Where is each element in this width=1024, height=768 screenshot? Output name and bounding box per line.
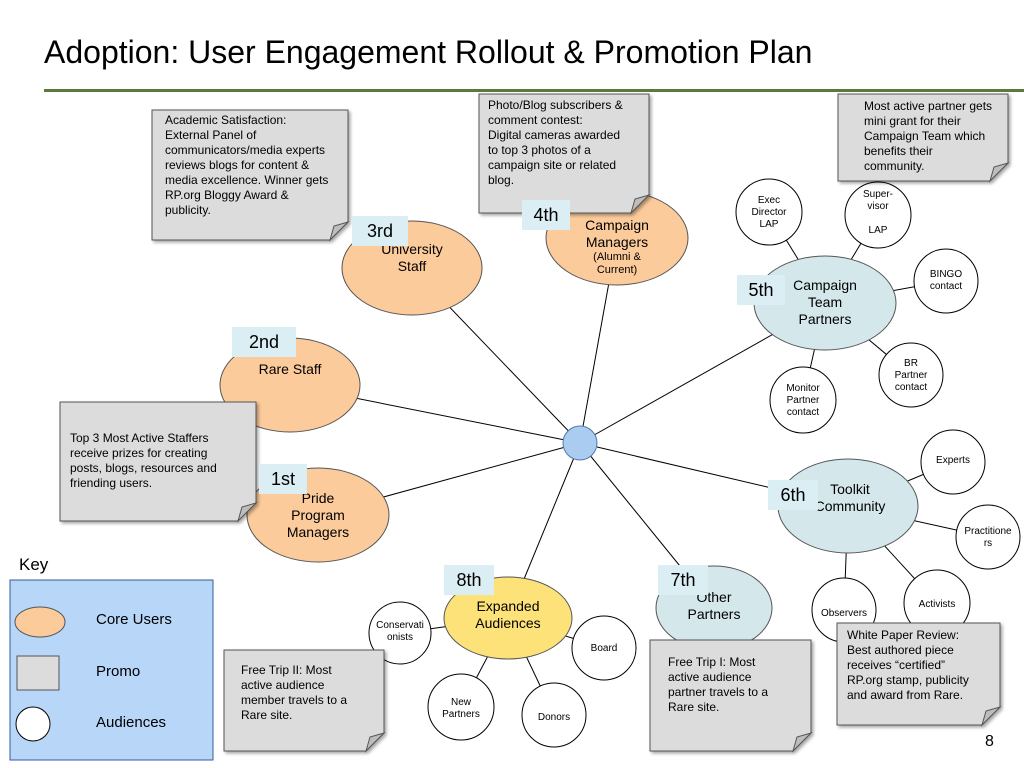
- academic-note-text: Academic Satisfaction: External Panel of…: [165, 113, 329, 217]
- experts-circle: [920, 429, 986, 495]
- br-partner-contact-label: BR Partner contact: [894, 358, 928, 393]
- conservationists-label: Conservati onists: [376, 620, 424, 643]
- tag-7th: 7th: [658, 565, 708, 595]
- title-divider: [44, 89, 1024, 92]
- tag-3rd: 3rd: [352, 216, 408, 246]
- expanded-audiences-node: [443, 576, 573, 660]
- new-partners-circle: [427, 673, 495, 741]
- key-core-users-label: Core Users: [96, 611, 172, 628]
- page-number: 8: [985, 733, 994, 750]
- rare-staff-label: Rare Staff: [258, 360, 322, 377]
- board-label: Board: [590, 643, 618, 654]
- tag-8th: 8th: [444, 565, 494, 595]
- campaign-managers-sub: (Alumni & Current): [593, 251, 641, 276]
- exec-director-lap-circle: [735, 178, 803, 246]
- key-core-users-swatch: [14, 606, 66, 638]
- exec-director-lap-label: Exec Director LAP: [751, 195, 787, 230]
- photo-blog-note-text: Photo/Blog subscribers & comment contest…: [488, 98, 623, 187]
- tag-2nd: 2nd: [232, 327, 296, 357]
- campaign-managers-line2: Managers: [585, 234, 649, 250]
- toolkit-community-label: Toolkit Community: [814, 481, 886, 514]
- monitor-partner-contact-circle: [769, 366, 837, 434]
- promo-notes: [59, 93, 1009, 752]
- conservationists-circle: [368, 601, 432, 665]
- key-promo-label: Promo: [96, 663, 141, 680]
- donors-circle: [521, 682, 587, 748]
- slide-title: Adoption: User Engagement Rollout & Prom…: [44, 34, 813, 70]
- campaign-managers-label: Campaign Managers (Alumni & Current): [567, 212, 667, 282]
- white-paper-note-text: White Paper Review: Best authored piece …: [847, 628, 969, 702]
- donors-label: Donors: [537, 712, 571, 723]
- bingo-contact-label: BINGO contact: [929, 269, 963, 292]
- key-promo-swatch: [16, 655, 60, 691]
- tag-1st: 1st: [259, 464, 307, 494]
- campaign-team-partners-label: Campaign Team Partners: [793, 276, 857, 327]
- supervisor-lap-circle: [844, 181, 912, 249]
- board-circle: [571, 615, 637, 681]
- practitioners-label: Practitione rs: [964, 526, 1012, 549]
- university-staff-line2: Staff: [397, 258, 427, 274]
- key-audiences-label: Audiences: [96, 714, 167, 731]
- community-nodes: [655, 255, 919, 651]
- key-audiences-swatch: [15, 706, 51, 742]
- experts-label: Experts: [936, 455, 970, 466]
- campaign-managers-line1: Campaign: [585, 217, 649, 233]
- pride-program-managers-label: Pride Program Managers: [286, 489, 350, 540]
- tag-5th: 5th: [737, 275, 785, 305]
- monitor-partner-contact-label: Monitor Partner contact: [786, 383, 820, 418]
- note-fold-corners: [236, 161, 1010, 753]
- practitioners-circle: [955, 504, 1021, 570]
- key-title: Key: [19, 555, 49, 574]
- br-partner-contact-circle: [878, 342, 944, 408]
- central-hub-node: [562, 425, 598, 461]
- tag-4th: 4th: [522, 200, 570, 230]
- activists-label: Activists: [918, 599, 956, 610]
- tag-6th: 6th: [768, 480, 818, 510]
- expanded-audiences-label: Expanded Audiences: [475, 598, 541, 631]
- bingo-contact-circle: [913, 248, 979, 314]
- observers-label: Observers: [820, 608, 868, 619]
- new-partners-label: New Partners: [442, 697, 480, 720]
- free-trip-2-note-text: Free Trip II: Most active audience membe…: [241, 663, 348, 722]
- supervisor-lap-label: Super- visor LAP: [862, 189, 893, 236]
- top3-note-text: Top 3 Most Active Staffers receive prize…: [70, 431, 217, 490]
- key-box: [9, 579, 214, 761]
- mini-grant-note-text: Most active partner gets mini grant for …: [864, 99, 993, 173]
- free-trip-1-note-text: Free Trip I: Most active audience partne…: [668, 655, 769, 714]
